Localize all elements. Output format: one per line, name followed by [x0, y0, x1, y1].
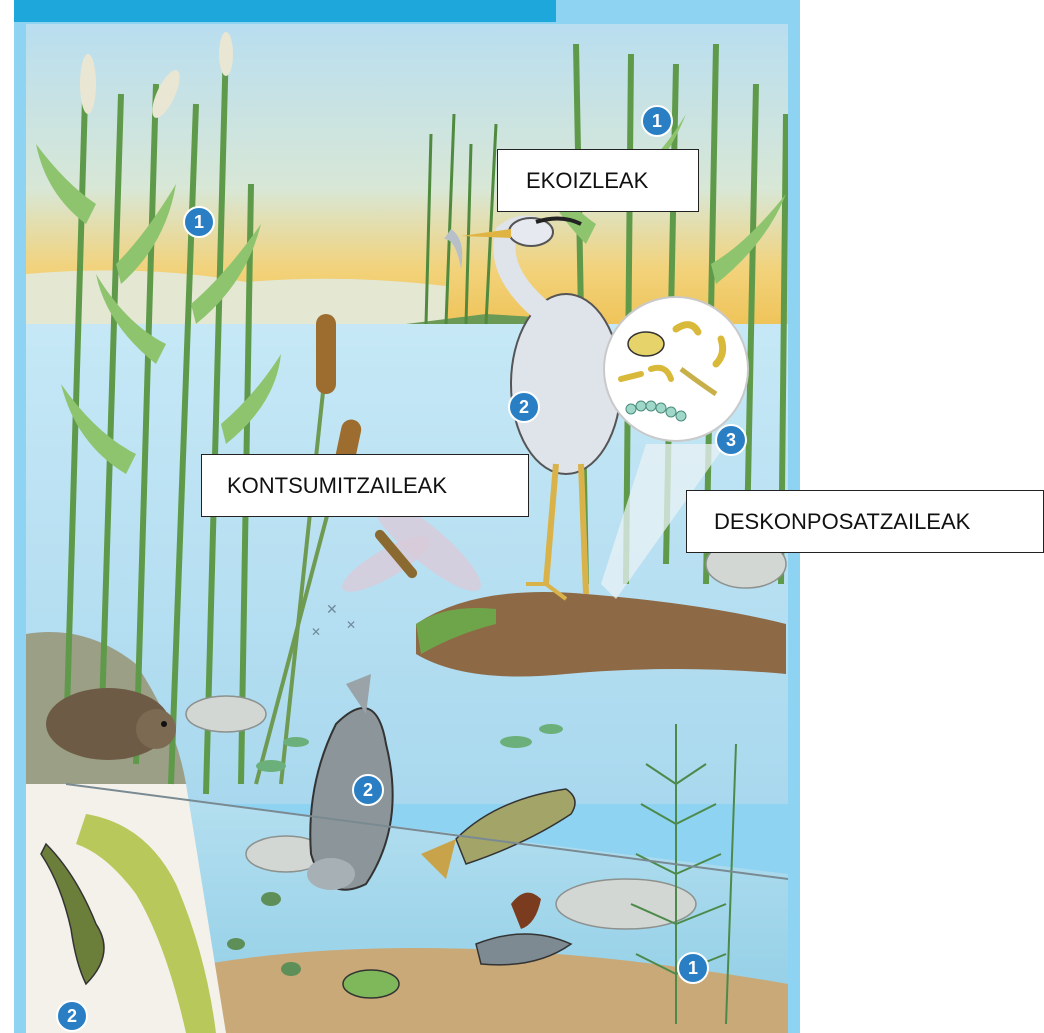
svg-text:2: 2: [363, 780, 373, 800]
svg-text:1: 1: [688, 958, 698, 978]
label-consumers-text: KONTSUMITZAILEAK: [227, 473, 447, 499]
badge-water-plant: 1: [678, 953, 708, 983]
svg-text:✕: ✕: [311, 625, 321, 639]
frog: [343, 970, 399, 998]
svg-text:3: 3: [726, 430, 736, 450]
badge-reeds-left: 1: [184, 207, 214, 237]
header-strip: [14, 0, 556, 22]
label-decomposers: DESKONPOSATZAILEAK: [686, 490, 1044, 553]
svg-text:2: 2: [67, 1006, 77, 1026]
svg-text:✕: ✕: [346, 618, 356, 632]
badge-heron: 2: [509, 392, 539, 422]
label-consumers: KONTSUMITZAILEAK: [201, 454, 529, 517]
label-decomposers-text: DESKONPOSATZAILEAK: [714, 509, 970, 535]
badge-lizard: 2: [57, 1001, 87, 1031]
badge-reeds-right: 1: [642, 106, 672, 136]
svg-text:✕: ✕: [326, 601, 338, 617]
badge-fish: 2: [353, 775, 383, 805]
svg-text:1: 1: [194, 212, 204, 232]
label-producers: EKOIZLEAK: [497, 149, 699, 212]
badge-microbes: 3: [716, 425, 746, 455]
svg-text:1: 1: [652, 111, 662, 131]
label-producers-text: EKOIZLEAK: [526, 168, 648, 194]
svg-text:2: 2: [519, 397, 529, 417]
